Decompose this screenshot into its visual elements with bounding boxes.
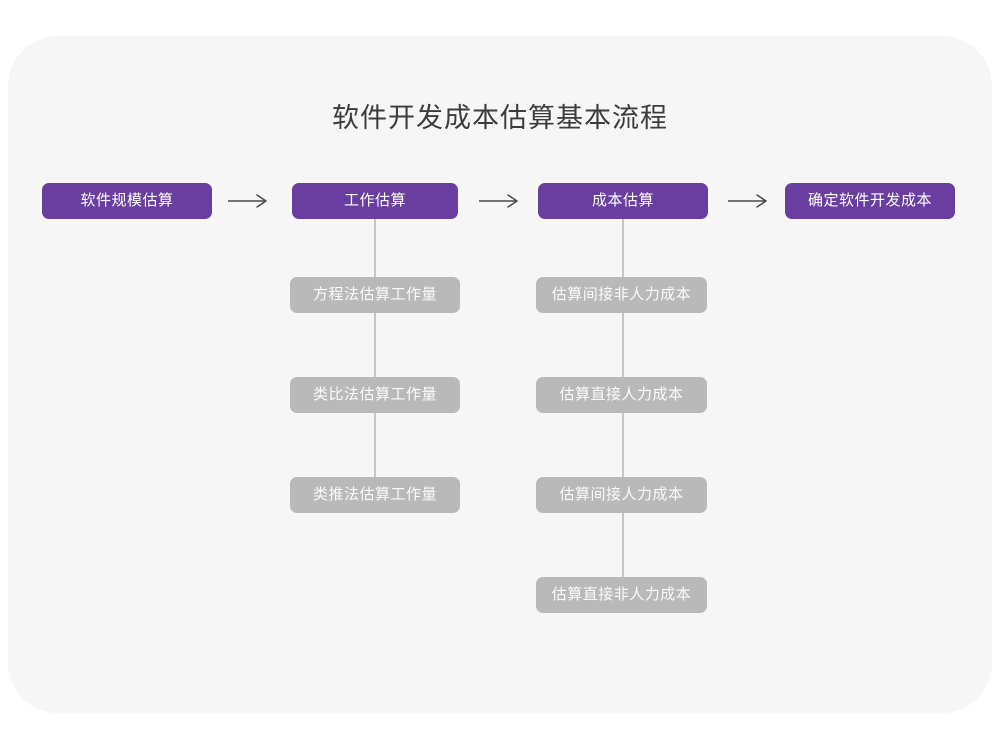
sub-node-equation-method: 方程法估算工作量: [290, 277, 460, 313]
flow-node-determine-dev-cost: 确定软件开发成本: [785, 183, 955, 219]
diagram-title: 软件开发成本估算基本流程: [332, 103, 668, 133]
arrow-right-icon: [477, 192, 521, 210]
sub-node-direct-labor-cost: 估算直接人力成本: [536, 377, 707, 413]
sub-node-analogy-method: 类比法估算工作量: [290, 377, 460, 413]
flow-node-cost-estimation: 成本估算: [538, 183, 708, 219]
flow-node-software-scale-estimation: 软件规模估算: [42, 183, 212, 219]
sub-node-indirect-labor-cost: 估算间接人力成本: [536, 477, 707, 513]
connector-line-work-column: [374, 219, 376, 495]
sub-node-inference-method: 类推法估算工作量: [290, 477, 460, 513]
sub-node-indirect-nonlabor-cost: 估算间接非人力成本: [536, 277, 707, 313]
arrow-right-icon: [726, 192, 770, 210]
flow-node-work-estimation: 工作估算: [292, 183, 458, 219]
diagram-card: [8, 36, 992, 713]
sub-node-direct-nonlabor-cost: 估算直接非人力成本: [536, 577, 707, 613]
arrow-right-icon: [226, 192, 270, 210]
